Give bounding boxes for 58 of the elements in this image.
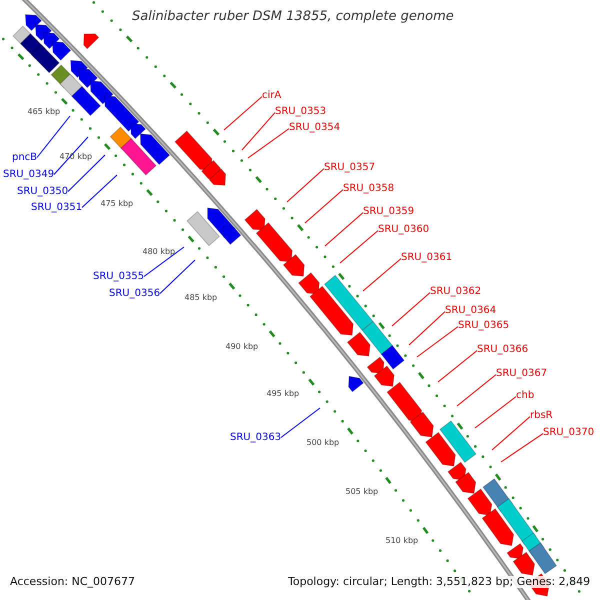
leader-line: [438, 350, 478, 382]
gene-label: SRU_0359: [363, 206, 414, 216]
gene-label: SRU_0354: [289, 122, 340, 132]
gene-label: SRU_0350: [17, 186, 68, 196]
tick-label: 505 kbp: [346, 488, 378, 496]
leader-line: [36, 116, 70, 158]
tick-label: 485 kbp: [184, 294, 218, 302]
leader-line: [408, 311, 446, 346]
gene-label: SRU_0356: [109, 288, 160, 298]
gene-label: SRU_0370: [543, 426, 594, 438]
leader-line: [224, 96, 262, 130]
leader-line: [392, 292, 430, 326]
gene-label: SRU_0357: [324, 162, 376, 172]
gene-label: rbsR: [530, 410, 553, 420]
accession-text: Accession: NC_007677: [10, 576, 136, 588]
leader-line: [324, 212, 364, 246]
gene-label: SRU_0351: [31, 202, 82, 212]
gene-label: cirA: [262, 90, 282, 100]
leader-line: [286, 168, 324, 202]
leader-line: [82, 174, 118, 208]
gene-label: SRU_0358: [343, 182, 394, 194]
tick-label: 475 kbp: [100, 200, 134, 208]
gene-label: SRU_0365: [458, 320, 510, 330]
leader-line: [362, 258, 402, 292]
tick-label: 490 kbp: [226, 342, 258, 352]
leader-line: [248, 128, 290, 158]
gene-label: SRU_0366: [477, 344, 528, 354]
gene-label: SRU_0349: [3, 168, 54, 180]
leader-line: [242, 112, 276, 150]
leader-line: [68, 154, 106, 192]
gene-label: SRU_0363: [230, 432, 282, 442]
genome-summary-text: Topology: circular; Length: 3,551,823 bp; Genes: 2,849: [288, 576, 590, 588]
gene-label: chb: [516, 390, 534, 400]
leader-line: [280, 408, 320, 438]
leader-line: [456, 374, 496, 406]
tick-label: 510 kbp: [386, 536, 418, 546]
gene-label: SRU_0361: [401, 252, 452, 262]
gene-label: SRU_0362: [430, 286, 482, 296]
leader-line: [416, 326, 458, 358]
leader-line: [492, 416, 530, 450]
gene-label: SRU_0360: [378, 224, 430, 234]
map-title: Salinibacter ruber DSM 13855, complete genome: [132, 10, 454, 24]
tick-label: 465 kbp: [28, 108, 60, 116]
leader-line: [304, 189, 344, 224]
leader-line: [340, 230, 378, 264]
gene-label: pncB: [12, 152, 38, 162]
gene-label: SRU_0364: [445, 304, 496, 316]
tick-label: 495 kbp: [266, 390, 300, 398]
gene-label: SRU_0367: [496, 368, 548, 378]
gene-label: SRU_0353: [275, 106, 326, 116]
leader-line: [144, 246, 184, 277]
leader-line: [160, 260, 196, 294]
leader-line: [474, 396, 516, 428]
leader-line: [500, 433, 544, 462]
tick-label: 500 kbp: [306, 438, 340, 448]
leader-line: [54, 136, 88, 175]
gene-label: SRU_0355: [93, 270, 144, 282]
tick-label: 480 kbp: [142, 248, 176, 256]
